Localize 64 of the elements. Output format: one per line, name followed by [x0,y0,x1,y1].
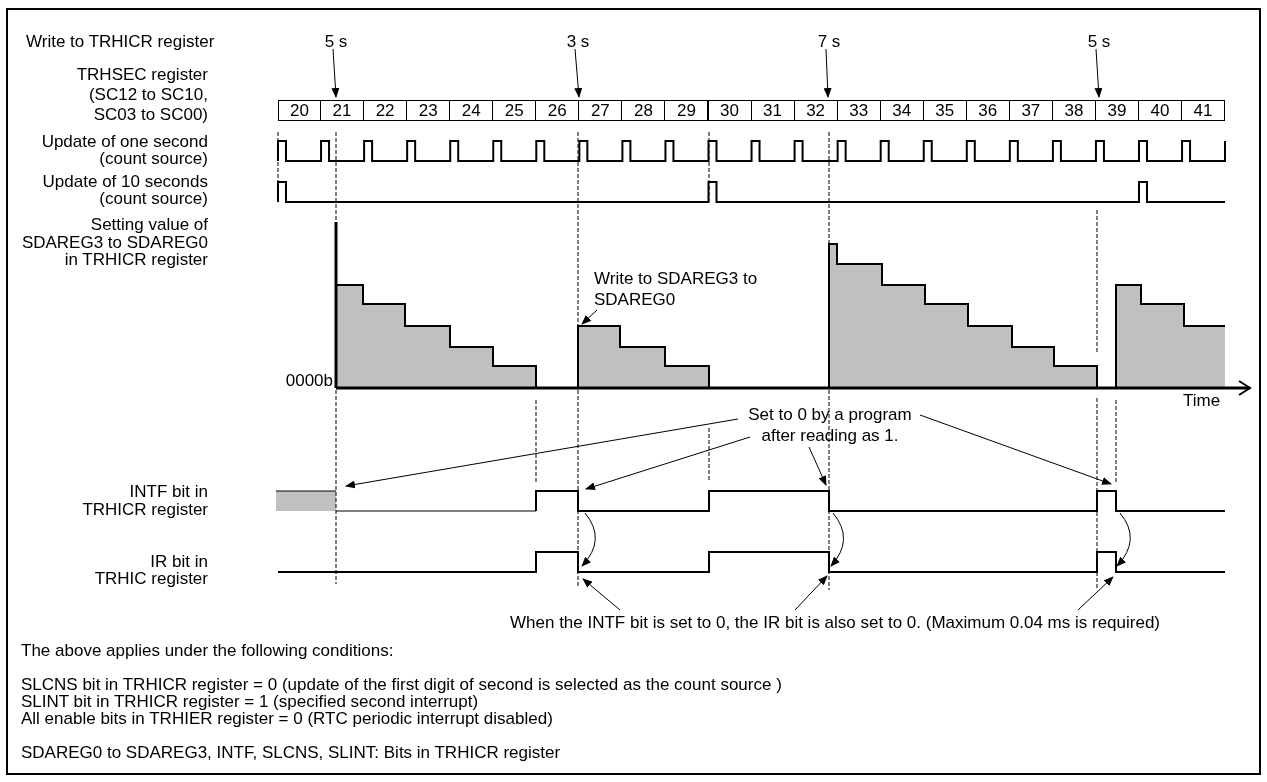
register-value-cell: 24 [449,100,494,121]
register-value-cell: 36 [965,100,1010,121]
leader-arrow [582,578,621,611]
arrow [823,48,832,98]
signal-label: TRHSEC register (SC12 to SC10, SC03 to SC00) [75,65,208,125]
register-value-cell: 39 [1094,100,1139,121]
register-value-cell: 38 [1051,100,1096,121]
arrow [331,48,340,98]
signal-label: Update of 10 seconds (count source) [41,173,208,207]
value-staircase [334,222,537,389]
time-interval-label: 5 s [318,32,354,52]
flag-waveform [277,551,1226,573]
axis-label: Time [1183,391,1221,411]
condition-note: All enable bits in TRHIER register = 0 (RTC periodic interrupt disabled) [21,710,553,727]
register-value-cell: 40 [1138,100,1183,121]
leader-arrow [919,414,1112,485]
time-interval-label: 7 s [811,32,847,52]
leader-arrow [1077,576,1114,611]
annotation-text: When the INTF bit is set to 0, the IR bit is also set to 0. (Maximum 0.04 ms is required) [510,613,1160,633]
register-value-cell: 35 [922,100,967,121]
value-staircase [828,243,1098,389]
time-interval-label: 3 s [560,32,596,52]
leader-arrow [794,575,828,611]
value-staircase [1115,284,1226,389]
register-value-cell: 21 [320,100,365,121]
time-interval-label: 5 s [1081,32,1117,52]
signal-label: Update of one second (count source) [40,133,208,167]
leader-arrow [581,309,598,325]
arrow [1094,48,1103,98]
condition-note: SLCNS bit in TRHICR register = 0 (update of the first digit of second is selected as the count source ) [21,676,782,693]
register-value-cell: 28 [621,100,666,121]
register-value-cell: 20 [278,100,322,121]
curved-arrow [581,512,596,567]
leader-arrow [345,418,739,489]
register-value-cell: 27 [578,100,623,121]
register-value-cell: 25 [492,100,537,121]
register-value-cell: 23 [406,100,451,121]
register-value-cell: 30 [707,100,752,121]
flag-waveform [275,490,1226,512]
register-value-cell: 29 [664,100,709,121]
signal-label: Setting value of SDAREG3 to SDAREG0 in TRHICR register [20,216,208,269]
value-label: 0000b [284,371,333,391]
signal-label: INTF bit in TRHICR register [81,483,208,519]
annotation-text: Write to SDAREG3 to SDAREG0 [594,268,766,310]
condition-note: The above applies under the following conditions: [21,642,394,659]
register-value-cell: 22 [363,100,408,121]
register-value-cell: 41 [1181,100,1226,121]
register-value-cell: 34 [879,100,924,121]
leader-arrow [585,436,751,491]
arrow [574,48,583,98]
condition-note: SDAREG0 to SDAREG3, INTF, SLCNS, SLINT: Bits in TRHICR register [21,744,561,761]
annotation-text: Set to 0 by a program after reading as 1. [740,404,920,446]
signal-label: IR bit in TRHIC register [94,553,208,587]
condition-note: SLINT bit in TRHICR register = 1 (specified second interrupt) [21,693,479,710]
curved-arrow [830,512,844,567]
leader-arrow [808,446,827,486]
register-value-cell: 26 [535,100,580,121]
register-value-cell: 32 [793,100,838,121]
signal-label: Write to TRHICR register [26,32,215,52]
value-staircase [577,325,710,389]
register-value-cell: 37 [1008,100,1053,121]
curved-arrow [1116,512,1131,567]
register-value-cell: 33 [836,100,881,121]
register-value-cell: 31 [750,100,795,121]
